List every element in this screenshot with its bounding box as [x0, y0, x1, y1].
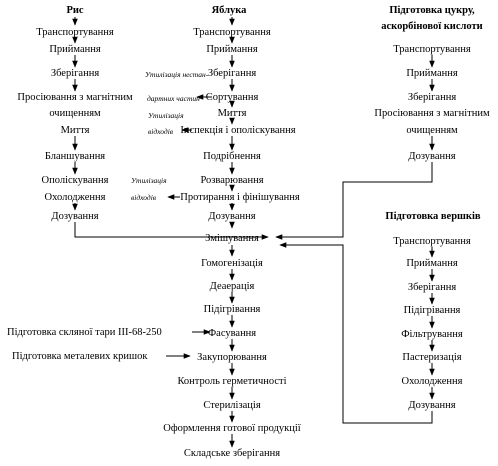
main-step-homogenization: Гомогенізація	[201, 258, 263, 269]
rice-column: Рис Транспортування Приймання Зберігання…	[17, 5, 269, 240]
apples-title: Яблука	[212, 5, 248, 16]
apples-column: Яблука Транспортування Приймання Зберіга…	[131, 5, 300, 229]
rice-step-transporting: Транспортування	[36, 27, 114, 38]
side-input-metal-lids: Підготовка металевих кришок	[12, 351, 148, 362]
main-step-heating: Підігрівання	[204, 304, 261, 315]
apples-step-storage: Зберігання	[208, 68, 256, 79]
sugar-to-mixing-connector	[275, 162, 433, 240]
sugar-step-sifting-line2: очищенням	[406, 125, 458, 136]
cream-step-receiving: Приймання	[406, 258, 458, 269]
apples-step-grinding: Подрібнення	[203, 151, 261, 162]
rice-step-blanching: Бланшування	[45, 151, 105, 162]
cream-step-cooling: Охолодження	[402, 376, 463, 387]
main-step-seal-control: Контроль герметичності	[177, 376, 286, 387]
note-waste-1-line2: відходів	[148, 127, 174, 136]
rice-step-receiving: Приймання	[49, 44, 101, 55]
apples-step-washing: Миття	[218, 108, 247, 119]
apples-step-boiling: Розварювання	[200, 175, 263, 186]
main-line: Змішування Гомогенізація Деаерація Підіг…	[163, 233, 301, 459]
rice-step-sifting: Просіювання з магнітним	[17, 92, 133, 103]
sugar-title-line1: Підготовка цукру,	[389, 5, 475, 16]
rice-step-cooling: Охолодження	[45, 192, 106, 203]
cream-title: Підготовка вершків	[385, 211, 480, 222]
main-step-filling: Фасування	[208, 328, 256, 339]
apples-step-receiving: Приймання	[206, 44, 258, 55]
main-step-sterilization: Стерилізація	[203, 400, 260, 411]
rice-step-dosing: Дозування	[51, 211, 98, 222]
main-step-capping: Закупорювання	[197, 352, 267, 363]
cream-step-storage: Зберігання	[408, 282, 456, 293]
main-step-deaeration: Деаерація	[210, 281, 255, 292]
rice-step-rinsing: Ополіскування	[42, 175, 109, 186]
cream-column: Підготовка вершків Транспортування Прийм…	[279, 211, 481, 424]
main-step-warehouse-storage: Складське зберігання	[184, 448, 280, 459]
side-input-glass-jars: Підготовка скляної тари ІІІ-68-250	[7, 327, 162, 338]
sugar-title-line2: аскорбінової кислоти	[381, 21, 482, 32]
rice-to-mixing-connector	[74, 222, 269, 240]
cream-step-pasteurization: Пастеризація	[402, 352, 461, 363]
apples-step-inspection: Інспекція і ополіскування	[180, 125, 295, 136]
apples-step-transporting: Транспортування	[193, 27, 271, 38]
sugar-step-sifting: Просіювання з магнітним	[374, 108, 490, 119]
sugar-step-dosing: Дозування	[408, 151, 455, 162]
note-waste-1-line1: Утилізація	[148, 111, 184, 120]
cream-to-mixing-connector	[279, 242, 433, 424]
rice-step-washing: Миття	[61, 125, 90, 136]
cream-step-dosing: Дозування	[408, 400, 455, 411]
cream-step-heating: Підігрівання	[404, 305, 461, 316]
apples-step-wiping: Протирання і фінішування	[180, 192, 300, 203]
side-inputs: Підготовка скляної тари ІІІ-68-250 Підго…	[7, 327, 211, 362]
rice-step-storage: Зберігання	[51, 68, 99, 79]
note-waste-nonstandard-line2: дартних частин	[147, 94, 200, 103]
rice-title: Рис	[66, 5, 83, 16]
main-step-mixing: Змішування	[205, 233, 259, 244]
sugar-step-receiving: Приймання	[406, 68, 458, 79]
note-waste-2-line2: відходів	[131, 193, 157, 202]
sugar-step-transporting: Транспортування	[393, 44, 471, 55]
cream-step-filtering: Фільтрування	[401, 329, 463, 340]
apples-step-dosing: Дозування	[208, 211, 255, 222]
sugar-column: Підготовка цукру, аскорбінової кислоти Т…	[275, 5, 490, 240]
sugar-step-storage: Зберігання	[408, 92, 456, 103]
rice-step-sifting-line2: очищенням	[49, 108, 101, 119]
apples-step-sorting: Сортування	[206, 92, 259, 103]
cream-step-transporting: Транспортування	[393, 236, 471, 247]
note-waste-2-line1: Утилізація	[131, 176, 167, 185]
main-step-finishing: Оформлення готової продукції	[163, 423, 301, 434]
note-waste-nonstandard-line1: Утилізація нестан-	[145, 70, 209, 79]
